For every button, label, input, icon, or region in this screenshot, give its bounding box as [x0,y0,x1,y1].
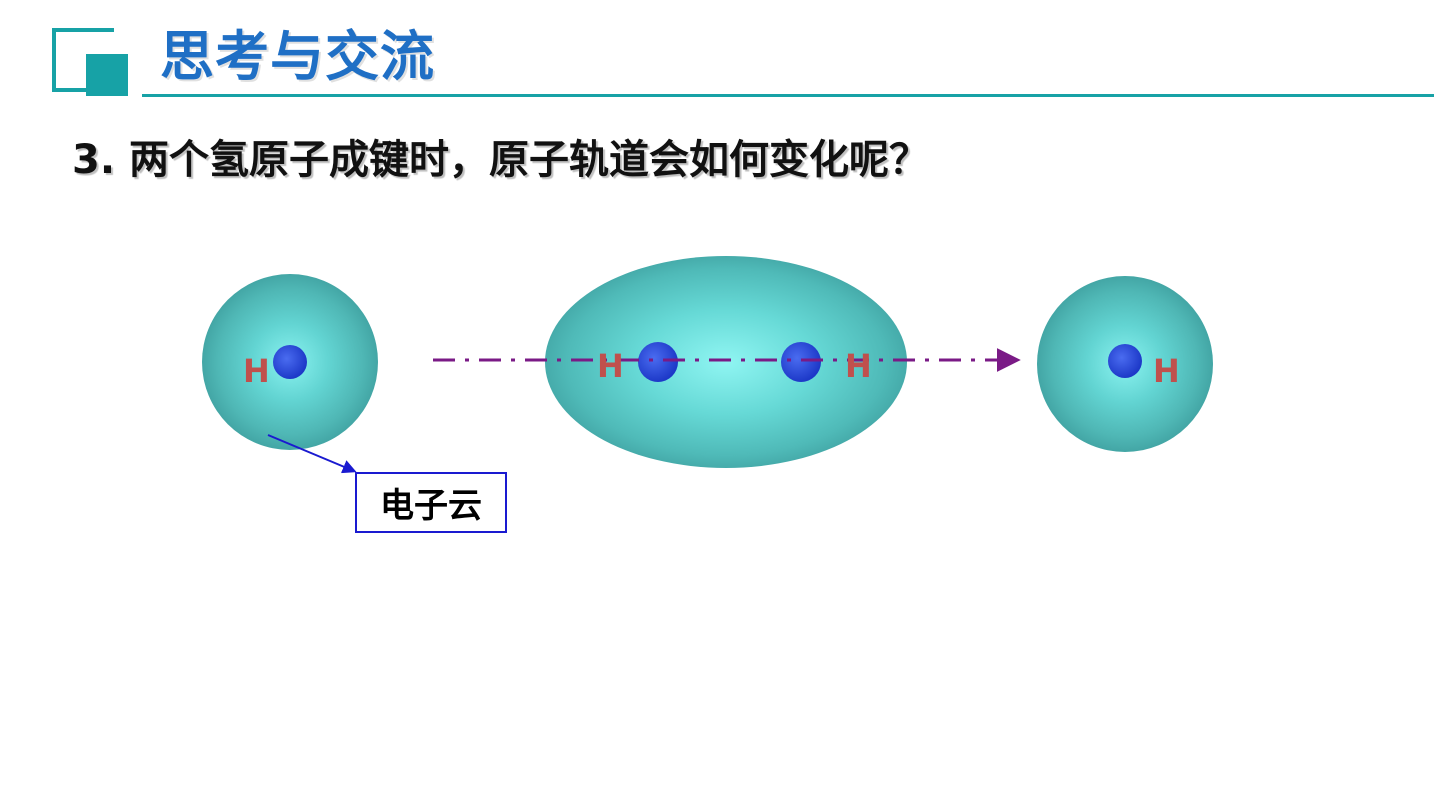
middle-right-nucleus [781,342,821,382]
middle-right-atom-label: H [845,347,872,385]
molecular-electron-cloud [545,256,907,468]
left-nucleus [273,345,307,379]
title-square-icon [52,28,128,96]
right-atom-label: H [1153,352,1180,390]
question-text: 3. 两个氢原子成键时，原子轨道会如何变化呢？ [72,137,929,183]
title-underline [142,94,1434,97]
middle-atom-labels: H H [597,347,872,385]
left-h-atom: H [202,274,378,450]
electron-cloud-label: 电子云 [355,472,507,533]
middle-left-atom-label: H [597,347,624,385]
h2-molecule [545,256,907,468]
callout-pointer-arrow [267,434,357,474]
left-atom-label: H [243,352,270,390]
right-h-atom: H [1037,276,1213,452]
page-title: 思考与交流 [160,25,435,88]
right-nucleus [1108,344,1142,378]
middle-left-nucleus [638,342,678,382]
